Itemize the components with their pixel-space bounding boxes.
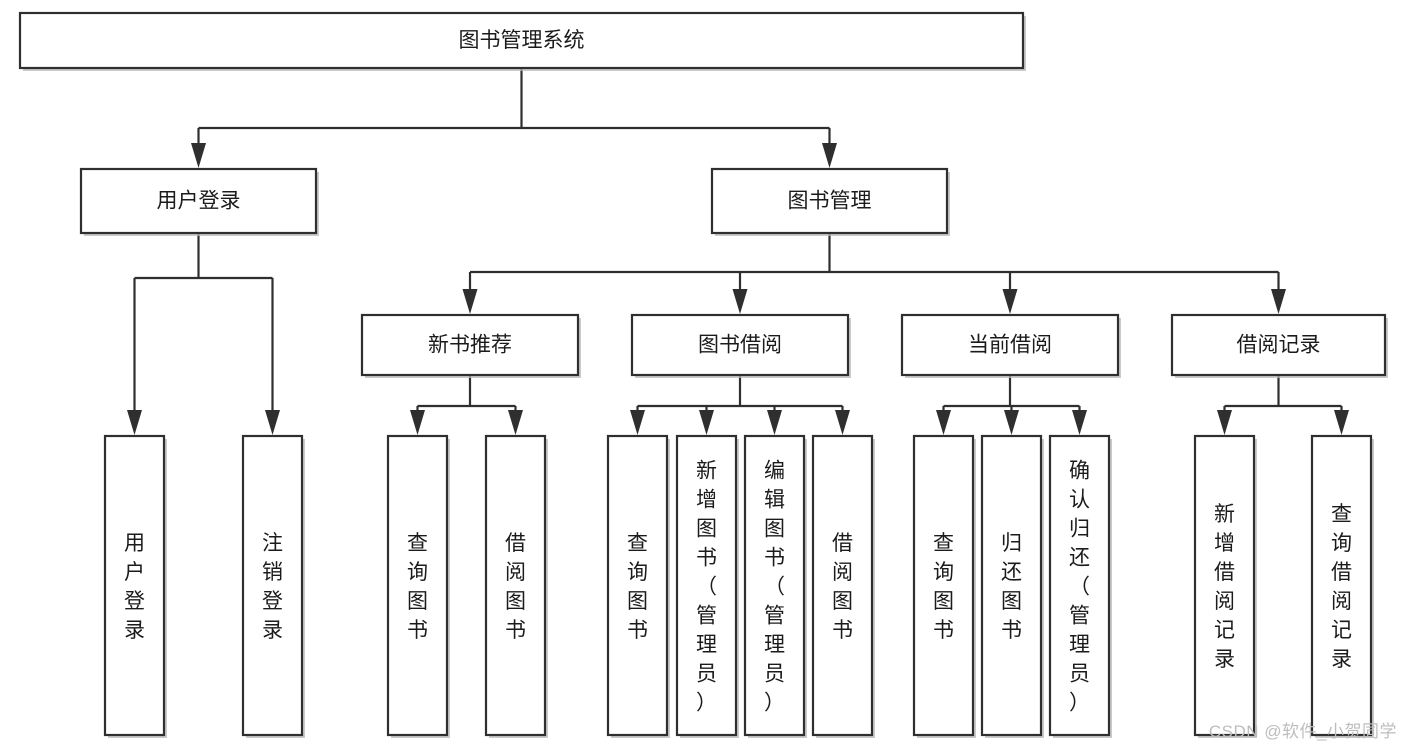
node-current-borrow[interactable]: 当前借阅 <box>900 313 1121 378</box>
node-new-book-recommend[interactable]: 新书推荐 <box>360 313 581 378</box>
node-label: 新增图书（管理员） <box>696 460 717 715</box>
node-leaf-user-login[interactable]: 用户登录 <box>103 434 167 738</box>
node-book-manage[interactable]: 图书管理 <box>710 167 950 236</box>
arrow-head-icon <box>630 410 645 435</box>
node-leaf-borrow-book-1[interactable]: 借阅图书 <box>484 434 548 738</box>
node-label: 编辑图书（管理员） <box>764 460 785 715</box>
node-label: 查询图书 <box>627 532 648 642</box>
node-layer: 图书管理系统用户登录图书管理新书推荐图书借阅当前借阅借阅记录用户登录注销登录查询… <box>18 11 1388 738</box>
arrow-head-icon <box>936 410 951 435</box>
arrow-head-icon <box>1004 410 1019 435</box>
node-rect[interactable] <box>103 434 166 737</box>
node-rect[interactable] <box>1048 434 1111 737</box>
arrow-head-icon <box>699 410 714 435</box>
node-rect[interactable] <box>630 313 850 377</box>
arrow-head-icon <box>1002 289 1018 314</box>
node-leaf-logout[interactable]: 注销登录 <box>241 434 305 738</box>
connector-group <box>410 375 523 435</box>
node-rect[interactable] <box>811 434 874 737</box>
node-label: 确认归还（管理员） <box>1069 460 1090 715</box>
node-rect[interactable] <box>606 434 669 737</box>
node-rect[interactable] <box>900 313 1120 377</box>
node-rect[interactable] <box>360 313 580 377</box>
node-label: 当前借阅 <box>968 334 1052 357</box>
arrow-head-icon <box>410 410 425 435</box>
node-label: 新增借阅记录 <box>1214 503 1235 671</box>
connector-group <box>127 233 280 435</box>
arrow-head-icon <box>127 410 142 435</box>
csdn-watermark: CSDN @软件_小贺同学 <box>1208 722 1397 741</box>
connector-group <box>462 233 1286 314</box>
node-leaf-add-book[interactable]: 新增图书（管理员） <box>675 434 739 738</box>
node-label: 查询图书 <box>407 532 428 642</box>
node-book-borrow[interactable]: 图书借阅 <box>630 313 851 378</box>
node-borrow-record[interactable]: 借阅记录 <box>1170 313 1388 378</box>
node-label: 借阅图书 <box>832 532 853 642</box>
arrow-head-icon <box>462 289 478 314</box>
node-rect[interactable] <box>710 167 949 235</box>
node-rect[interactable] <box>1310 434 1373 737</box>
arrow-head-icon <box>732 289 748 314</box>
node-leaf-return-book[interactable]: 归还图书 <box>980 434 1044 738</box>
node-root[interactable]: 图书管理系统 <box>18 11 1026 71</box>
node-leaf-confirm-return[interactable]: 确认归还（管理员） <box>1048 434 1112 738</box>
node-label: 图书管理 <box>788 190 872 213</box>
node-label: 图书管理系统 <box>459 29 585 52</box>
arrow-head-icon <box>835 410 850 435</box>
node-leaf-query-book-1[interactable]: 查询图书 <box>386 434 450 738</box>
arrow-head-icon <box>265 410 280 435</box>
arrow-head-icon <box>1217 410 1232 435</box>
connector-group <box>1217 375 1349 435</box>
node-rect[interactable] <box>79 167 318 235</box>
node-label: 查询图书 <box>933 532 954 642</box>
node-rect[interactable] <box>912 434 975 737</box>
node-label: 归还图书 <box>1001 532 1022 642</box>
node-rect[interactable] <box>18 11 1025 70</box>
node-label: 用户登录 <box>124 532 145 642</box>
node-label: 借阅记录 <box>1237 334 1321 357</box>
arrow-head-icon <box>508 410 523 435</box>
node-label: 用户登录 <box>157 190 241 213</box>
node-label: 注销登录 <box>262 532 283 642</box>
node-rect[interactable] <box>980 434 1043 737</box>
node-user-login[interactable]: 用户登录 <box>79 167 319 236</box>
arrow-head-icon <box>191 143 206 168</box>
node-label: 新书推荐 <box>428 334 512 357</box>
node-label: 查询借阅记录 <box>1331 503 1352 671</box>
node-rect[interactable] <box>675 434 738 737</box>
node-rect[interactable] <box>743 434 806 737</box>
node-rect[interactable] <box>484 434 547 737</box>
arrow-head-icon <box>1072 410 1087 435</box>
node-label: 图书借阅 <box>698 334 782 357</box>
arrow-head-icon <box>767 410 782 435</box>
connector-layer <box>127 68 1349 435</box>
node-rect[interactable] <box>1170 313 1387 377</box>
connector-group <box>630 375 850 435</box>
arrow-head-icon <box>1271 289 1286 314</box>
connector-group <box>191 68 837 168</box>
node-leaf-edit-book[interactable]: 编辑图书（管理员） <box>743 434 807 738</box>
node-leaf-add-record[interactable]: 新增借阅记录 <box>1193 434 1257 738</box>
arrow-head-icon <box>1334 410 1349 435</box>
connector-group <box>936 375 1087 435</box>
node-rect[interactable] <box>386 434 449 737</box>
node-leaf-query-book-2[interactable]: 查询图书 <box>606 434 670 738</box>
arrow-head-icon <box>822 143 837 168</box>
node-rect[interactable] <box>241 434 304 737</box>
node-leaf-query-book-3[interactable]: 查询图书 <box>912 434 976 738</box>
node-label: 借阅图书 <box>505 532 526 642</box>
node-rect[interactable] <box>1193 434 1256 737</box>
node-leaf-borrow-book-2[interactable]: 借阅图书 <box>811 434 875 738</box>
node-leaf-query-record[interactable]: 查询借阅记录 <box>1310 434 1374 738</box>
